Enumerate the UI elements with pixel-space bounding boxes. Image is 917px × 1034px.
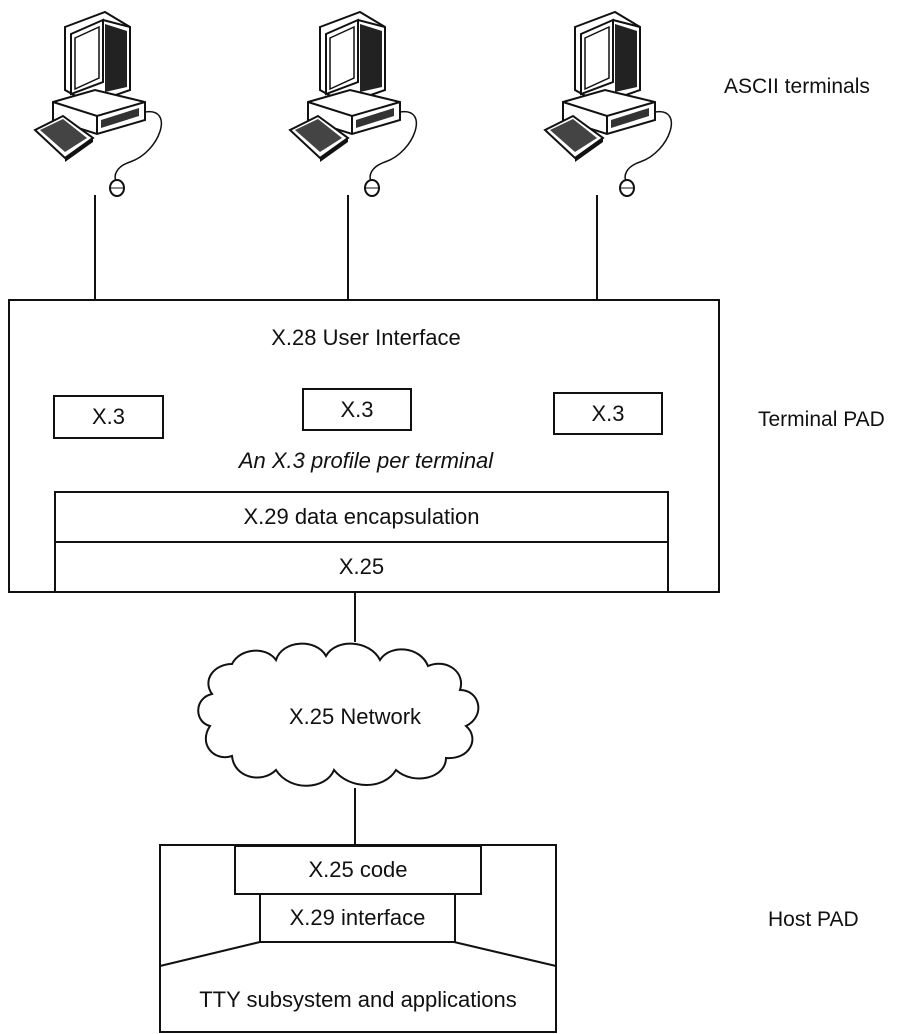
x25-code-box: X.25 code (234, 845, 482, 895)
x29-interface-box: X.29 interface (259, 893, 456, 943)
ascii-terminals-label: ASCII terminals (724, 75, 870, 98)
terminal-pad-box: X.28 User Interface X.3 X.3 X.3 An X.3 p… (8, 299, 720, 593)
computer-terminal-icon (34, 11, 163, 197)
tty-subsystem-label: TTY subsystem and applications (199, 987, 517, 1012)
x29-encapsulation-layer: X.29 data encapsulation (54, 491, 669, 543)
x3-box: X.3 (302, 388, 412, 431)
x3-box: X.3 (53, 395, 164, 439)
profile-note: An X.3 profile per terminal (238, 448, 494, 473)
x28-user-interface-label: X.28 User Interface (271, 325, 461, 350)
x25-network-label: X.25 Network (288, 704, 422, 729)
terminal-pad-label: Terminal PAD (758, 408, 885, 431)
host-pad-label: Host PAD (768, 908, 859, 931)
cloud-icon (197, 642, 480, 787)
computer-terminal-icon (289, 11, 418, 197)
computer-terminal-icon (544, 11, 673, 197)
x25-layer: X.25 (54, 541, 669, 593)
x3-box: X.3 (553, 392, 663, 435)
